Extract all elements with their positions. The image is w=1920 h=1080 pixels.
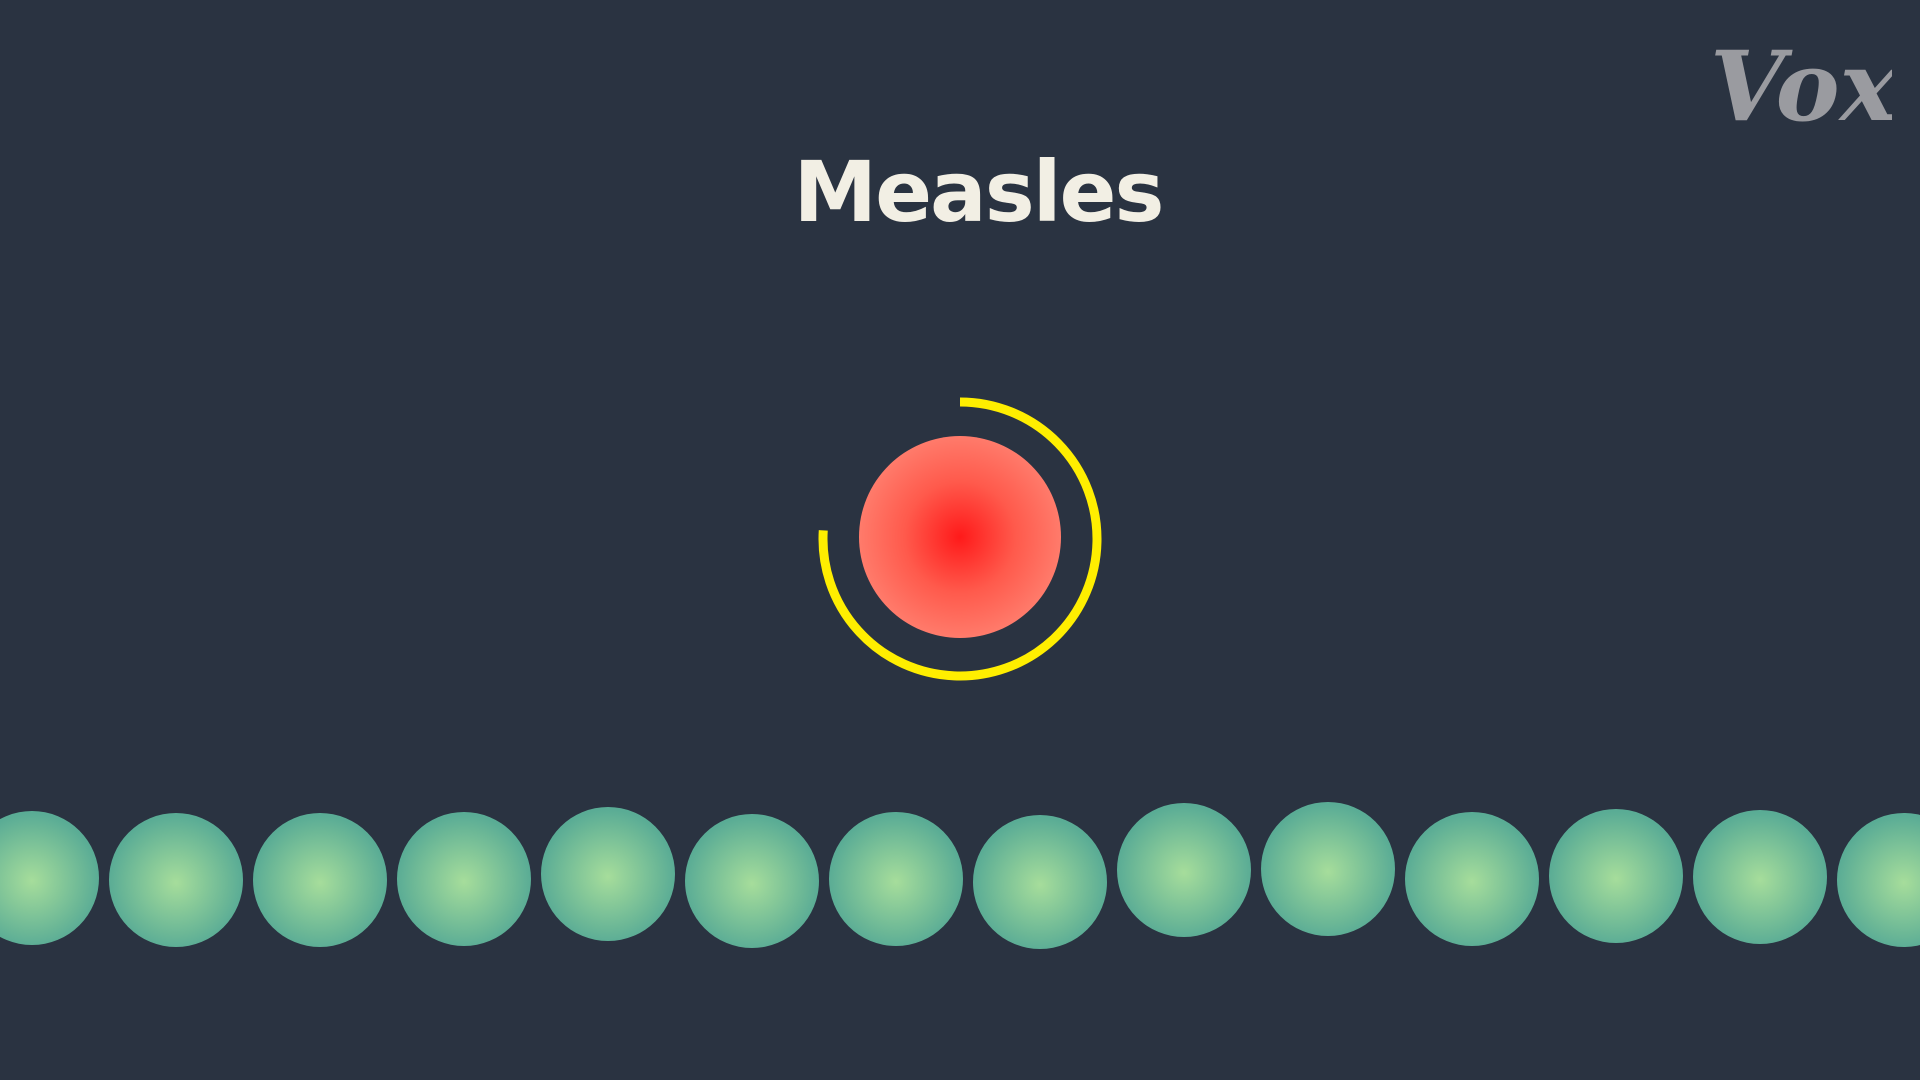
green-person-circle-icon — [829, 812, 963, 946]
green-person-circle-icon — [973, 815, 1107, 949]
green-person-circle-icon — [1261, 802, 1395, 936]
yellow-progress-ring-icon — [818, 397, 1102, 681]
vox-logo-text: Vox — [1710, 30, 1892, 128]
green-person-circle-icon — [1549, 809, 1683, 943]
healthy-people-row — [0, 802, 1920, 949]
green-person-circle-icon — [253, 813, 387, 947]
green-person-circle-icon — [685, 814, 819, 948]
disease-title: Measles — [793, 143, 1164, 241]
infected-person-group — [818, 397, 1102, 681]
green-person-circle-icon — [1405, 812, 1539, 946]
green-person-circle-icon — [397, 812, 531, 946]
green-person-circle-icon — [109, 813, 243, 947]
green-person-circle-icon — [541, 807, 675, 941]
green-person-circle-icon — [0, 811, 99, 945]
green-person-circle-icon — [1693, 810, 1827, 944]
green-person-circle-icon — [1117, 803, 1251, 937]
vox-logo: Vox — [1710, 30, 1892, 128]
red-infected-circle-icon — [859, 436, 1061, 638]
green-person-circle-icon — [1837, 813, 1920, 947]
